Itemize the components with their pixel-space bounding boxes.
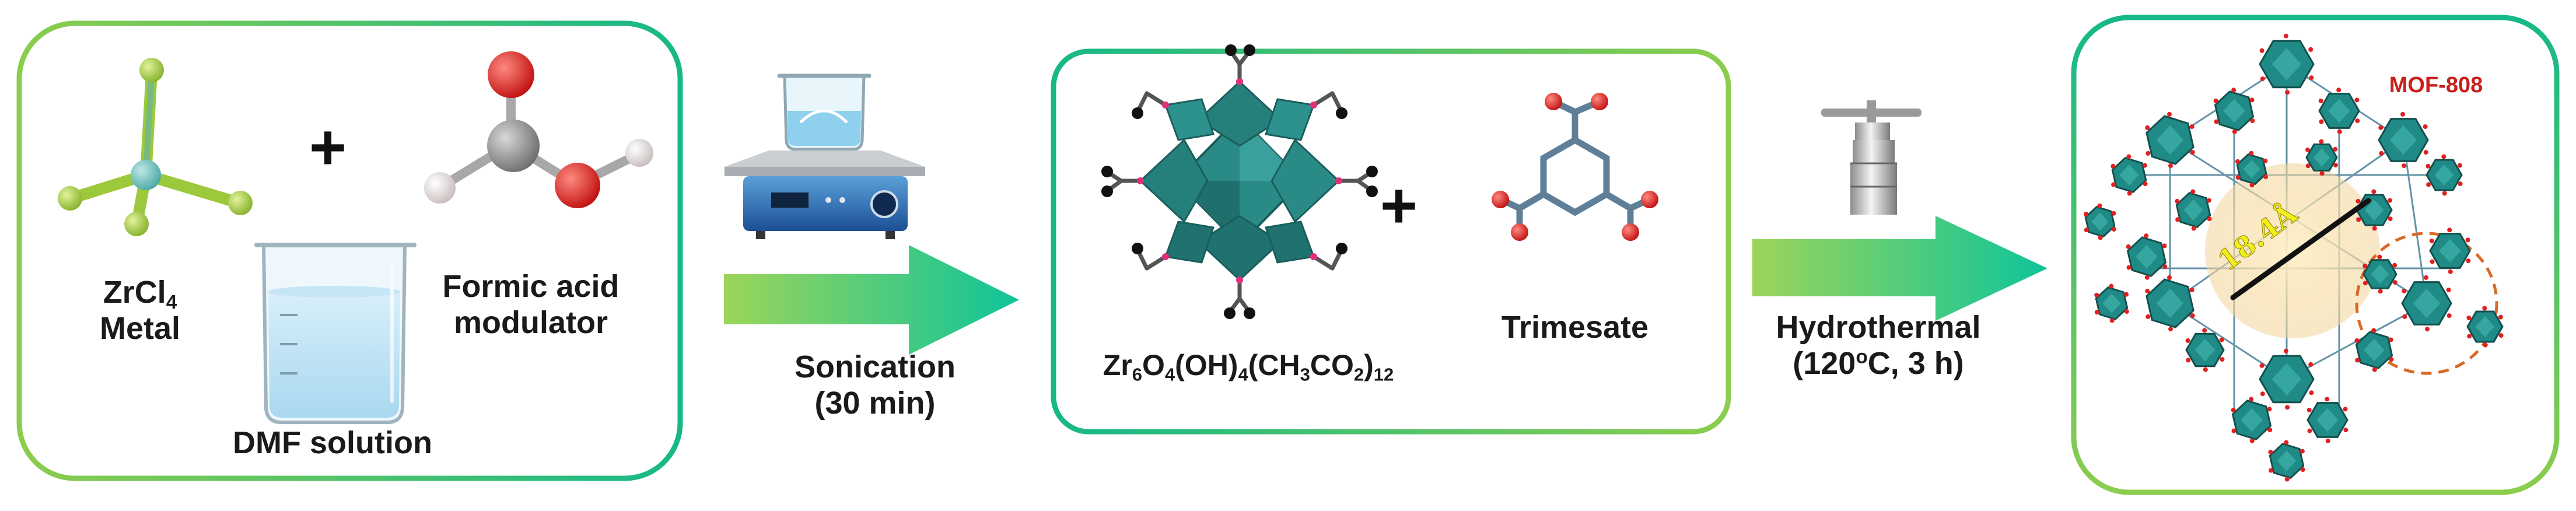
mof-cluster-node (2426, 154, 2463, 196)
plus-sign-1: + (309, 111, 346, 183)
mof-cluster-node (2231, 397, 2273, 443)
trimesate-molecule (1492, 93, 1658, 241)
formula-part-5: )12 (1364, 349, 1394, 385)
mof-cluster-node (2126, 233, 2168, 280)
formula-part-2: (OH)4 (1175, 349, 1248, 385)
formula-part-3: (CH3 (1248, 349, 1310, 385)
mof-cluster-node (2305, 139, 2338, 176)
mof-cluster-node (2213, 88, 2255, 134)
mof-cluster-node (2259, 33, 2315, 95)
mof-cluster-node (2268, 440, 2305, 482)
zr6-cluster-molecule (1101, 44, 1378, 319)
mof-cluster-node (2094, 284, 2129, 323)
autoclave-icon (1821, 100, 1922, 215)
mof-cluster-node (2354, 328, 2394, 372)
dmf-beaker-icon (254, 243, 416, 424)
stirrer-hotplate-icon (724, 74, 925, 239)
zrcl4-label: ZrCl4 Metal (82, 274, 198, 346)
mof-cluster-node (2185, 328, 2225, 372)
mof-cluster-node (2110, 154, 2148, 196)
mof-cluster-node (2259, 348, 2315, 410)
arrow-sonication (724, 245, 1019, 355)
mof-cluster-node (2306, 397, 2348, 443)
cage-highlight (2355, 232, 2498, 375)
pore-diameter-line (2230, 198, 2371, 300)
zrcl4-molecule (58, 58, 253, 236)
step2-frame (1051, 48, 1731, 435)
zrcl4-formula: ZrCl4 (103, 275, 177, 314)
formula-part-4: CO2 (1310, 349, 1364, 385)
formic-acid-molecule (424, 51, 653, 208)
mof-cluster-node (2084, 203, 2116, 240)
mof-cluster-node (2235, 150, 2268, 188)
hydrothermal-label: Hydrothermal (120oC, 3 h) (1776, 310, 1981, 382)
trimesate-label: Trimesate (1501, 310, 1649, 345)
mof-cluster-node (2429, 228, 2471, 274)
sonication-label: Sonication (30 min) (794, 349, 956, 421)
mof-cluster-node (2145, 111, 2195, 169)
mof-cluster-node (2318, 88, 2360, 134)
mof-cluster-node (2466, 306, 2504, 348)
mof-cluster-node (2362, 254, 2398, 294)
plus-sign-2: + (1380, 170, 1418, 242)
zr6-formula-label: Zr6O4(OH)4(CH3CO2)12 (1062, 349, 1435, 383)
mof808-title: MOF-808 (2389, 73, 2483, 97)
mof-cluster-node (2175, 189, 2212, 231)
mof808-framework (2084, 33, 2504, 482)
formula-part-1: O4 (1142, 349, 1175, 385)
step1-frame (16, 20, 683, 481)
mof-cluster-node (2145, 275, 2195, 332)
step3-frame (2071, 15, 2560, 495)
metal-label: Metal (99, 311, 181, 346)
mof-cluster-node (2401, 275, 2452, 332)
arrow-hydrothermal (1752, 216, 2048, 321)
formula-part-0: Zr6 (1102, 349, 1142, 385)
pore-highlight (2205, 163, 2380, 338)
dmf-solution-label: DMF solution (233, 425, 432, 460)
formic-acid-label: Formic acid modulator (442, 269, 620, 341)
mof-cluster-node (2378, 111, 2429, 169)
